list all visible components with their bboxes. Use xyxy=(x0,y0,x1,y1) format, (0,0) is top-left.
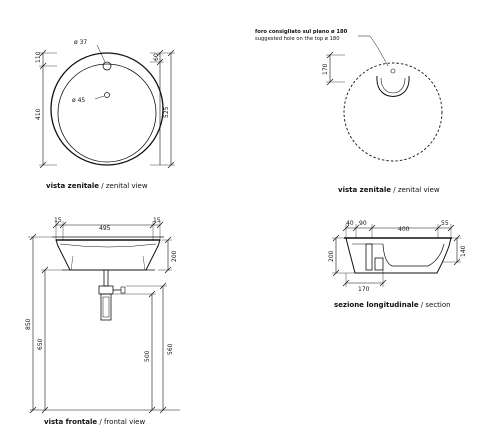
dim-front-top-mid: 495 xyxy=(99,225,111,232)
dim-section-right-height: 140 xyxy=(460,245,467,257)
dim-left-top: 110 xyxy=(35,51,42,63)
top-view-right: foro consigliato sul piano ø 180 suggest… xyxy=(255,29,443,194)
dim-front-inner-height: 650 xyxy=(37,338,44,350)
dim-right-total: 525 xyxy=(163,106,170,118)
caption-section: sezione longitudinale / section xyxy=(334,301,451,309)
dim-front-side-height: 560 xyxy=(167,343,174,355)
basin-outline-inner xyxy=(57,63,157,163)
dim-hole-top: ø 37 xyxy=(74,39,87,46)
dim-section-top-mid: 400 xyxy=(398,226,410,233)
bowl-bottom-arc xyxy=(376,75,410,97)
note-suggested-hole-en: suggested hole on the top ø 180 xyxy=(255,36,340,42)
caption-front: vista frontale / frontal view xyxy=(44,418,145,426)
tap-hole-right xyxy=(390,68,396,74)
note-suggested-hole-it: foro consigliato sul piano ø 180 xyxy=(255,29,348,35)
dim-section-left-height: 200 xyxy=(328,250,335,262)
drain-hole xyxy=(104,92,110,98)
section-bowl-inner xyxy=(382,243,445,267)
dim-section-top-a: 40 xyxy=(346,220,354,227)
caption-top-right: vista zenitale / zenital view xyxy=(338,186,440,194)
tap-hole xyxy=(102,61,112,71)
dim-right-top: 60 xyxy=(153,53,160,61)
section-view: 40 90 400 55 200 140 170 sezione longitu… xyxy=(328,220,467,309)
dim-section-top-b: 90 xyxy=(359,220,367,227)
dim-section-bottom: 170 xyxy=(358,286,370,293)
section-outline xyxy=(345,237,452,274)
front-view: 15 495 15 200 850 650 500 560 vista xyxy=(25,217,180,426)
top-view-left: ø 37 ø 45 110 410 60 525 vista zenitale … xyxy=(35,39,175,190)
dim-right-view-left: 170 xyxy=(322,63,329,75)
siphon-trap xyxy=(98,269,126,321)
suggested-hole-dashed xyxy=(343,62,443,162)
dim-front-top-right: 15 xyxy=(153,217,161,224)
basin-outline-outer xyxy=(50,52,164,166)
dim-hole-drain: ø 45 xyxy=(72,97,85,104)
dim-front-total-height: 850 xyxy=(25,318,32,330)
dim-front-drain-height: 500 xyxy=(144,350,151,362)
dim-section-top-right: 55 xyxy=(441,220,449,227)
dim-front-top-left: 15 xyxy=(54,217,62,224)
caption-top-left: vista zenitale / zenital view xyxy=(46,182,148,190)
dim-left-bottom: 410 xyxy=(35,108,42,120)
dim-front-right-height: 200 xyxy=(171,250,178,262)
